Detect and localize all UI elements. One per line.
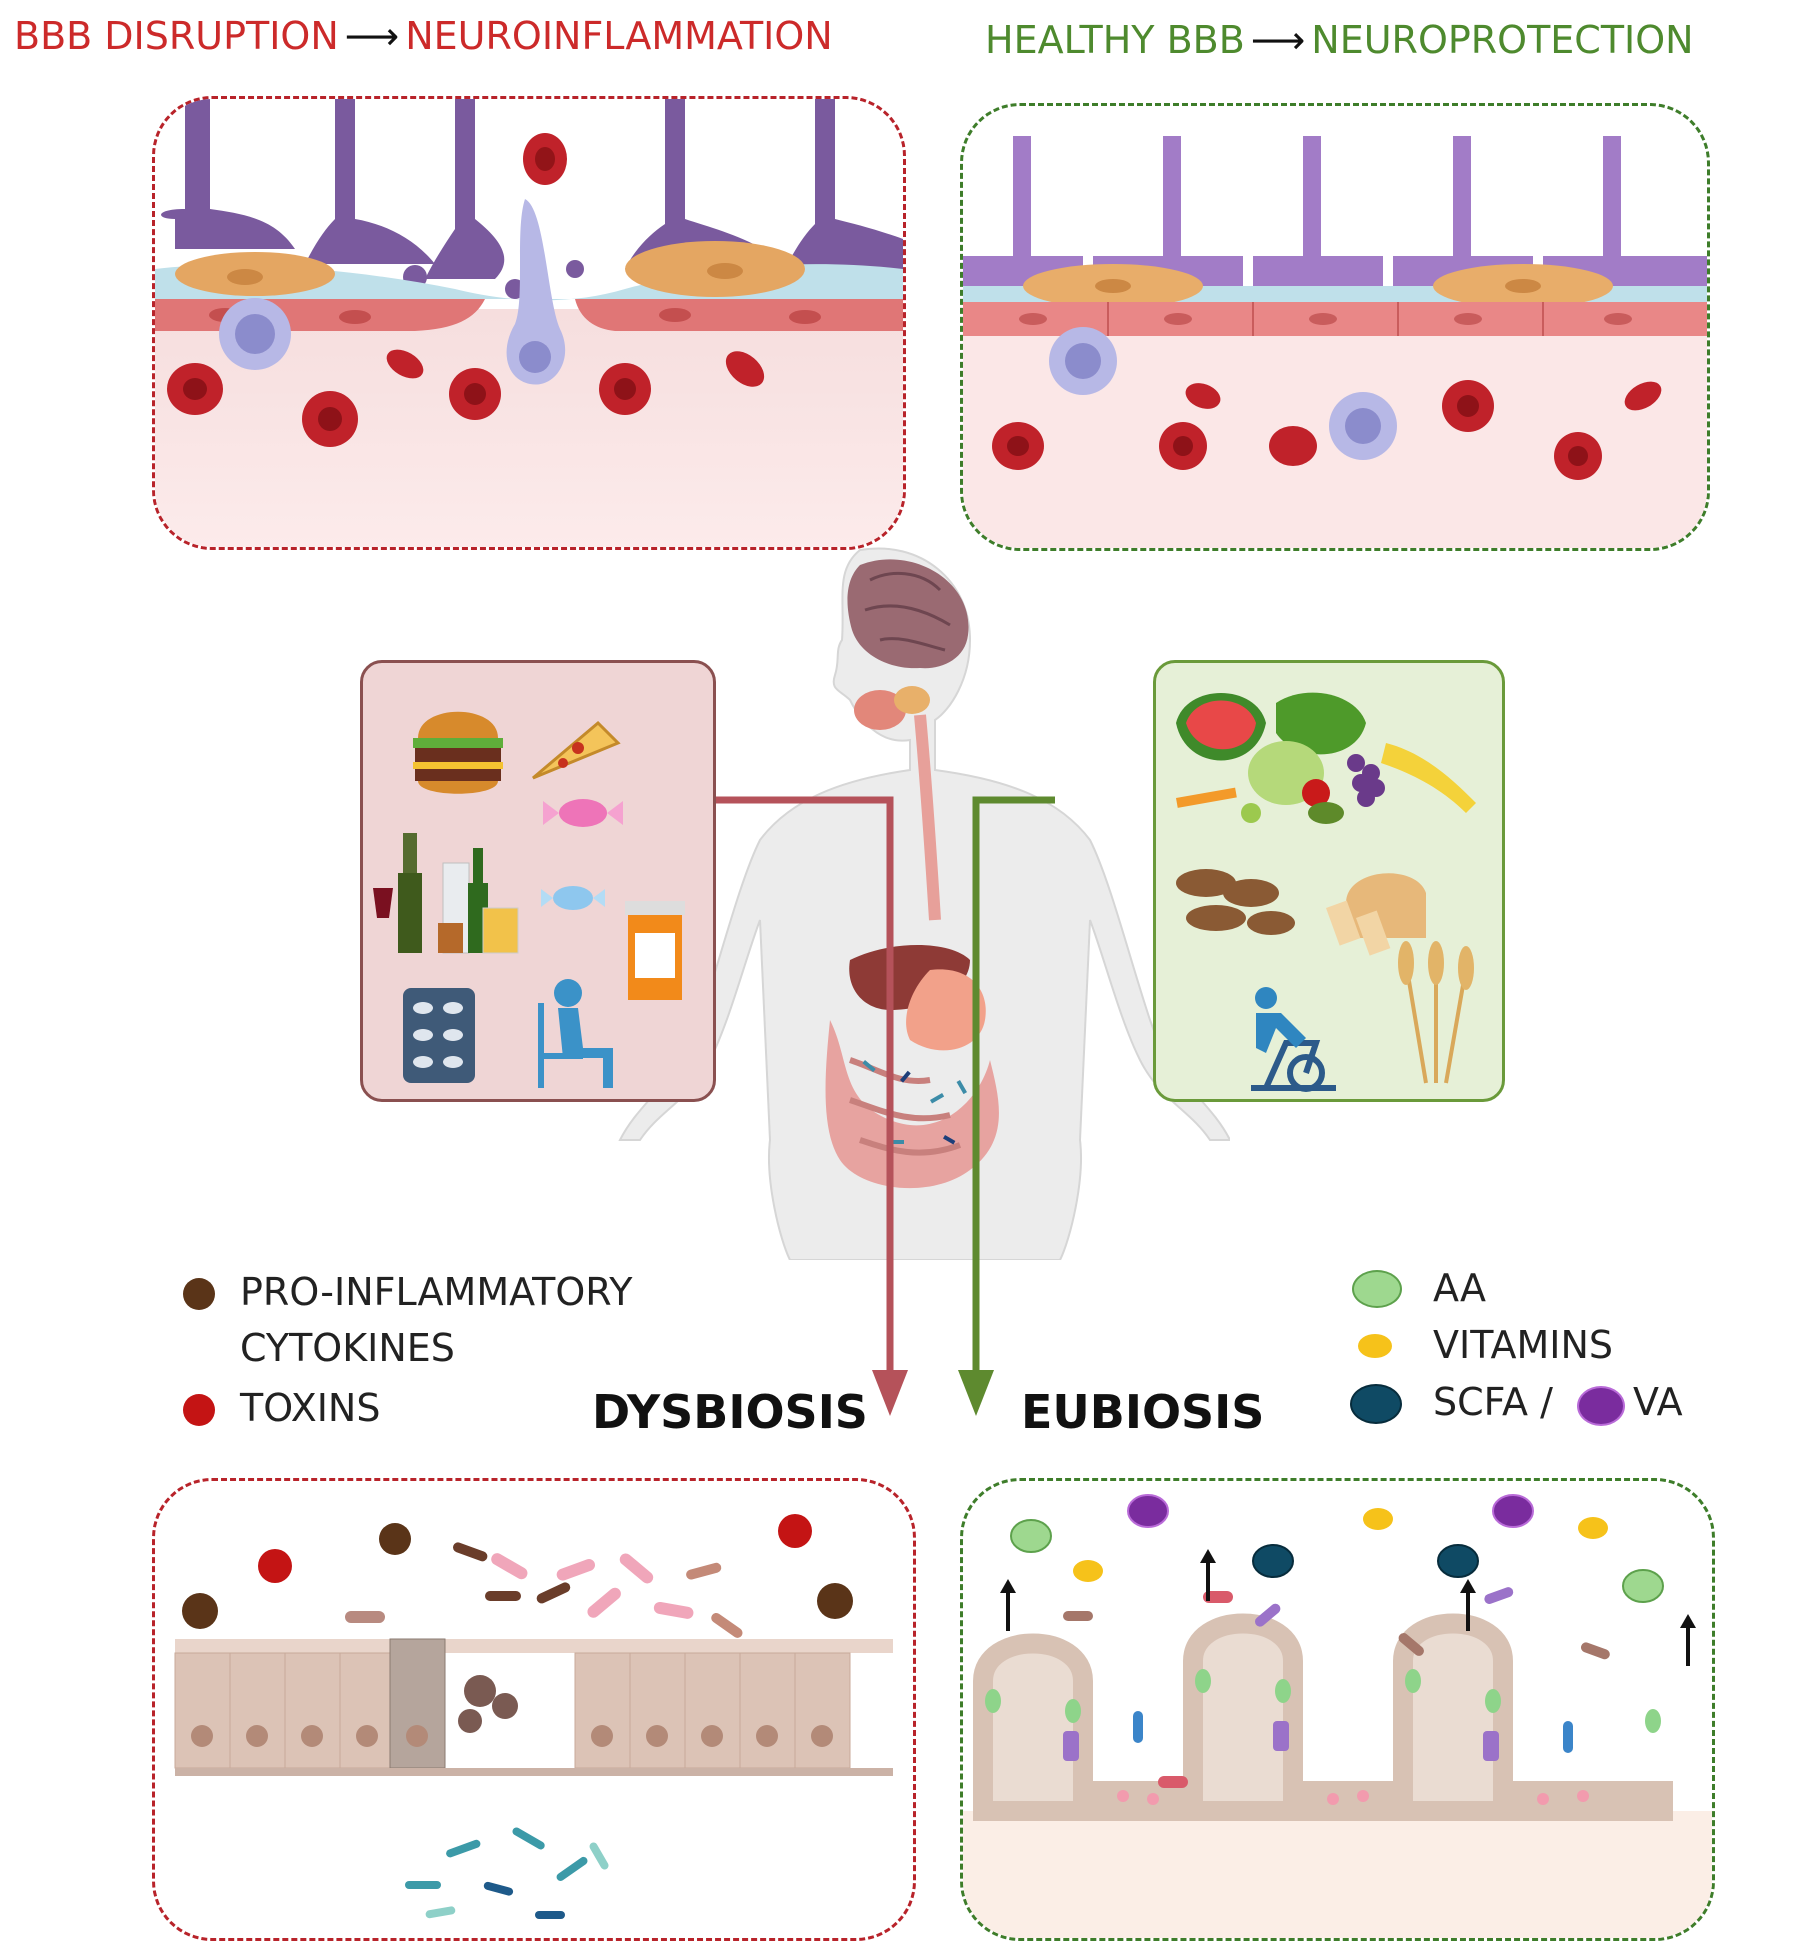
healthy-bbb-panel	[960, 103, 1710, 551]
dysbiosis-gut-illustration	[174, 1514, 893, 1919]
legend-pro-inflammatory: PRO-INFLAMMATORY	[240, 1270, 633, 1314]
bread-icon	[1326, 873, 1426, 956]
eubiosis-arrow-line	[972, 796, 1055, 1400]
eubiosis-gut-illustration	[963, 1494, 1712, 1938]
va-legend-dot	[1577, 1386, 1625, 1426]
scfa-legend-dot	[1350, 1384, 1402, 1424]
eubiosis-gut-panel	[960, 1478, 1715, 1941]
burger-icon	[413, 711, 503, 794]
legend-va: VA	[1633, 1380, 1683, 1424]
pill-blister-icon	[403, 988, 475, 1083]
disrupted-bbb-illustration	[155, 99, 903, 547]
dysbiosis-arrow-line	[716, 796, 894, 1400]
arrow-right-icon: ⟶	[1250, 18, 1306, 62]
candy-blue-icon	[541, 886, 605, 910]
sedentary-person-icon	[538, 979, 613, 1088]
pizza-icon	[532, 720, 621, 780]
legend-vitamins: VITAMINS	[1433, 1323, 1613, 1367]
healthy-bbb-illustration	[963, 136, 1707, 548]
nuts-icon	[1176, 869, 1295, 935]
legend-cytokines: CYTOKINES	[240, 1326, 455, 1370]
header-right-part2: NEUROPROTECTION	[1311, 18, 1694, 62]
bbb-disruption-panel	[152, 96, 906, 550]
header-left-part1: BBB DISRUPTION	[14, 14, 339, 58]
candy-pink-icon	[543, 799, 623, 827]
dysbiosis-arrow-head	[872, 1370, 908, 1416]
dysbiosis-gut-panel	[152, 1478, 916, 1941]
healthy-lifestyle-box	[1153, 660, 1505, 1102]
alcohol-bottles-icon	[373, 833, 519, 954]
legend-aa: AA	[1433, 1266, 1487, 1310]
vitamins-legend-dot	[1358, 1334, 1392, 1358]
header-bbb-disruption: BBB DISRUPTION⟶NEUROINFLAMMATION	[14, 14, 833, 58]
legend-scfa: SCFA /	[1433, 1380, 1553, 1424]
legend-toxins: TOXINS	[240, 1386, 381, 1430]
pathway-arrows	[716, 796, 1055, 1416]
fruits-vegetables-icon	[1176, 692, 1476, 824]
exercise-bike-icon	[1251, 987, 1336, 1092]
header-healthy-bbb: HEALTHY BBB⟶NEUROPROTECTION	[985, 18, 1694, 62]
pill-bottle-icon	[625, 901, 685, 1000]
header-right-part1: HEALTHY BBB	[985, 18, 1245, 62]
eubiosis-label: EUBIOSIS	[1021, 1385, 1265, 1439]
aa-legend-dot	[1352, 1270, 1402, 1308]
header-left-part2: NEUROINFLAMMATION	[405, 14, 833, 58]
dysbiosis-label: DYSBIOSIS	[592, 1385, 868, 1439]
human-body-illustration	[618, 547, 1230, 1260]
toxin-legend-dot	[183, 1394, 215, 1426]
wheat-icon	[1398, 941, 1474, 1084]
eubiosis-arrow-head	[958, 1370, 994, 1416]
arrow-right-icon: ⟶	[344, 14, 400, 58]
unhealthy-lifestyle-box	[360, 660, 716, 1102]
cytokine-legend-dot	[183, 1278, 215, 1310]
